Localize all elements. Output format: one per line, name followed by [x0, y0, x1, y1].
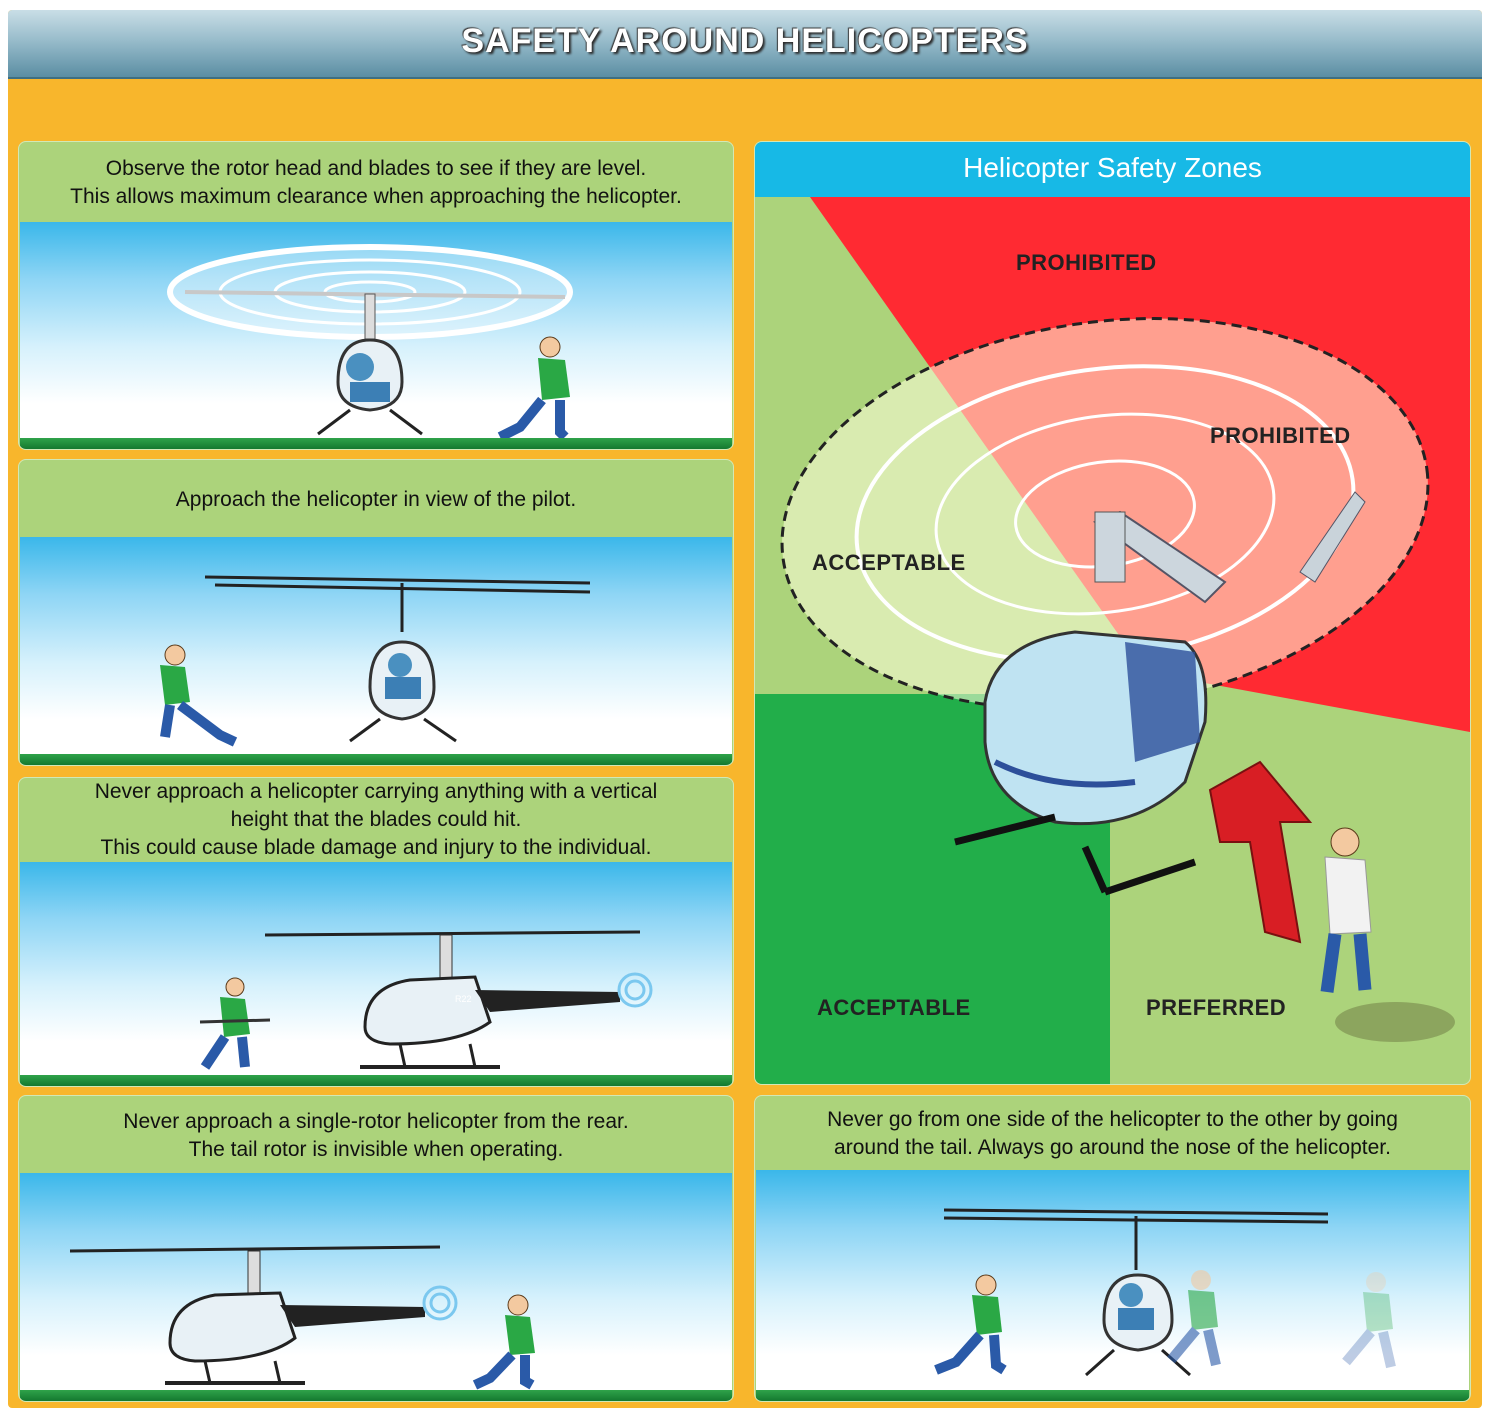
main-rotor — [943, 1208, 1329, 1270]
panel-caption: Approach the helicopter in view of the p… — [19, 486, 733, 514]
label-acceptable-upper: ACCEPTABLE — [812, 550, 966, 575]
caption-line: Never approach a single-rotor helicopter… — [123, 1110, 629, 1133]
scene-pilot-view — [20, 537, 732, 765]
helicopter-body: R22 — [360, 934, 653, 1069]
helicopter-3d — [954, 491, 1366, 896]
helicopter-side-illustration — [69, 1245, 535, 1390]
walking-person — [160, 644, 238, 747]
helicopter-side-illustration: R22 — [199, 930, 653, 1070]
scene-rotor-level — [20, 222, 732, 449]
ground-strip — [756, 1390, 1469, 1401]
ground-strip — [20, 1075, 732, 1086]
walking-person — [472, 1294, 535, 1390]
caption-line: Observe the rotor head and blades to see… — [105, 157, 647, 180]
panel-caption: Never approach a single-rotor helicopter… — [19, 1108, 733, 1164]
main-rotor — [204, 575, 591, 632]
helicopter-body — [165, 1250, 458, 1385]
helicopter-body — [317, 293, 423, 436]
ground-strip — [20, 754, 732, 765]
person-approaching — [1320, 827, 1455, 1042]
scene-around-nose — [756, 1170, 1469, 1401]
caption-line: This allows maximum clearance when appro… — [70, 185, 682, 208]
walking-person — [934, 1274, 1007, 1375]
caption-line: Approach the helicopter in view of the p… — [175, 488, 577, 511]
helicopter-body — [1085, 1273, 1191, 1377]
scene-vertical-objects: R22 — [20, 862, 732, 1086]
helicopter-front-illustration — [167, 244, 573, 442]
caption-line: This could cause blade damage and injury… — [100, 836, 652, 859]
panel-rear-approach: Never approach a single-rotor helicopter… — [18, 1095, 734, 1402]
caption-line: Never approach a helicopter carrying any… — [94, 780, 658, 803]
ground-strip — [20, 1390, 732, 1401]
helicopter-front-illustration — [934, 1208, 1396, 1377]
panel-vertical-objects: Never approach a helicopter carrying any… — [18, 777, 734, 1087]
panel-caption: Observe the rotor head and blades to see… — [19, 155, 733, 211]
panel-caption: Never go from one side of the helicopter… — [755, 1106, 1470, 1162]
label-acceptable-lower: ACCEPTABLE — [817, 995, 971, 1020]
scene-rear-approach — [20, 1173, 732, 1401]
panel-caption: Never approach a helicopter carrying any… — [19, 778, 733, 862]
label-preferred: PREFERRED — [1146, 995, 1287, 1020]
helicopter-front-illustration — [160, 575, 591, 747]
preferred-arrow — [1208, 760, 1313, 944]
label-prohibited-rear: PROHIBITED — [1016, 250, 1157, 275]
safety-zone-diagram — [755, 197, 1470, 1084]
walking-person-faded — [1167, 1270, 1221, 1367]
person-carrying-pickaxe — [199, 977, 271, 1070]
zones-title-bar: Helicopter Safety Zones — [755, 142, 1470, 197]
caption-line: Never go from one side of the helicopter… — [827, 1108, 1398, 1131]
zones-title: Helicopter Safety Zones — [963, 152, 1262, 183]
caption-line: around the tail. Always go around the no… — [834, 1136, 1391, 1159]
tail-marking: R22 — [455, 994, 472, 1004]
main-rotor — [264, 930, 641, 937]
walking-person — [497, 336, 570, 442]
caption-line: height that the blades could hit. — [230, 808, 522, 831]
helicopter-body — [349, 640, 457, 743]
caption-line: The tail rotor is invisible when operati… — [188, 1138, 564, 1161]
panel-pilot-view: Approach the helicopter in view of the p… — [18, 459, 734, 766]
panel-safety-zones: Helicopter Safety Zones PROHIBITED PROHI… — [754, 141, 1471, 1085]
main-rotor — [69, 1245, 441, 1253]
poster-title: SAFETY AROUND HELICOPTERS — [461, 22, 1029, 60]
panel-rotor-level: Observe the rotor head and blades to see… — [18, 141, 734, 450]
walking-person-faded — [1342, 1272, 1396, 1369]
panel-around-nose: Never go from one side of the helicopter… — [754, 1095, 1471, 1402]
label-prohibited-tail: PROHIBITED — [1210, 423, 1351, 448]
safety-poster: SAFETY AROUND HELICOPTERS Observe the ro… — [8, 10, 1482, 1408]
header-banner: SAFETY AROUND HELICOPTERS — [8, 10, 1482, 79]
ground-strip — [20, 438, 732, 449]
